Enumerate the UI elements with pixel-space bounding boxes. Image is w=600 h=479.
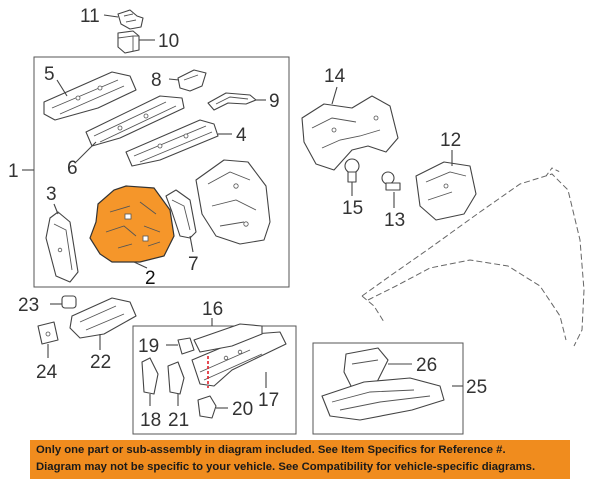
part-6-middle-rail: [85, 95, 185, 147]
part-22-extension: [69, 297, 137, 339]
part-17-frame-rail: [191, 323, 287, 388]
part-14-bracket: [301, 95, 399, 171]
disclaimer-line-1: Only one part or sub-assembly in diagram…: [36, 444, 506, 456]
part-7-reinforcement: [165, 189, 197, 239]
part-5-upper-rail: [43, 71, 137, 121]
callout-10: 10: [158, 31, 179, 52]
callout-18: 18: [140, 410, 161, 431]
part-4-lower-rail: [125, 119, 219, 167]
part-9-brace: [207, 92, 257, 111]
part-8-bracket: [177, 69, 207, 92]
callout-9: 9: [269, 91, 280, 112]
callout-19: 19: [138, 336, 159, 357]
fender-outline: [361, 167, 585, 347]
callout-17: 17: [258, 390, 279, 411]
part-25-lower-rail: [321, 377, 445, 421]
callout-6: 6: [67, 158, 78, 179]
callout-4: 4: [236, 125, 247, 146]
part-12-bracket: [415, 161, 477, 221]
callout-20: 20: [232, 399, 253, 420]
part-18-bracket: [141, 357, 159, 395]
callout-21: 21: [168, 410, 189, 431]
callout-23: 23: [18, 295, 39, 316]
part-10-block: [117, 30, 140, 54]
callout-24: 24: [36, 362, 58, 383]
group-box-25: [312, 342, 464, 435]
callout-5: 5: [44, 64, 55, 85]
callout-26: 26: [416, 355, 437, 376]
callout-8: 8: [151, 70, 162, 91]
callout-7: 7: [188, 254, 199, 275]
disclaimer-banner: Only one part or sub-assembly in diagram…: [30, 440, 570, 479]
part-19-block: [177, 337, 195, 355]
callout-2: 2: [145, 268, 156, 289]
callout-15: 15: [342, 198, 363, 219]
callout-12: 12: [440, 130, 461, 151]
part-3-post: [45, 211, 79, 283]
wheelhouse-assembly: [195, 159, 271, 245]
callout-16: 16: [202, 299, 223, 320]
callout-25: 25: [466, 377, 487, 398]
part-15-clip: [344, 158, 360, 183]
part-13-bolt: [381, 171, 401, 191]
part-24-plate: [37, 321, 59, 345]
callout-11: 11: [80, 6, 100, 27]
part-11-bracket: [117, 9, 144, 30]
callout-3: 3: [46, 184, 57, 205]
part-2-apron-panel-highlighted: [89, 185, 175, 263]
disclaimer-line-2: Diagram may not be specific to your vehi…: [36, 461, 536, 473]
part-23-cap: [61, 295, 77, 309]
part-20-clip: [197, 395, 217, 419]
callout-13: 13: [384, 210, 405, 231]
callout-22: 22: [90, 352, 111, 373]
group-box-16: [132, 325, 297, 435]
callout-14: 14: [324, 66, 346, 87]
callout-1: 1: [8, 161, 19, 182]
group-box-1: [33, 56, 290, 288]
part-21-bracket: [167, 361, 185, 395]
